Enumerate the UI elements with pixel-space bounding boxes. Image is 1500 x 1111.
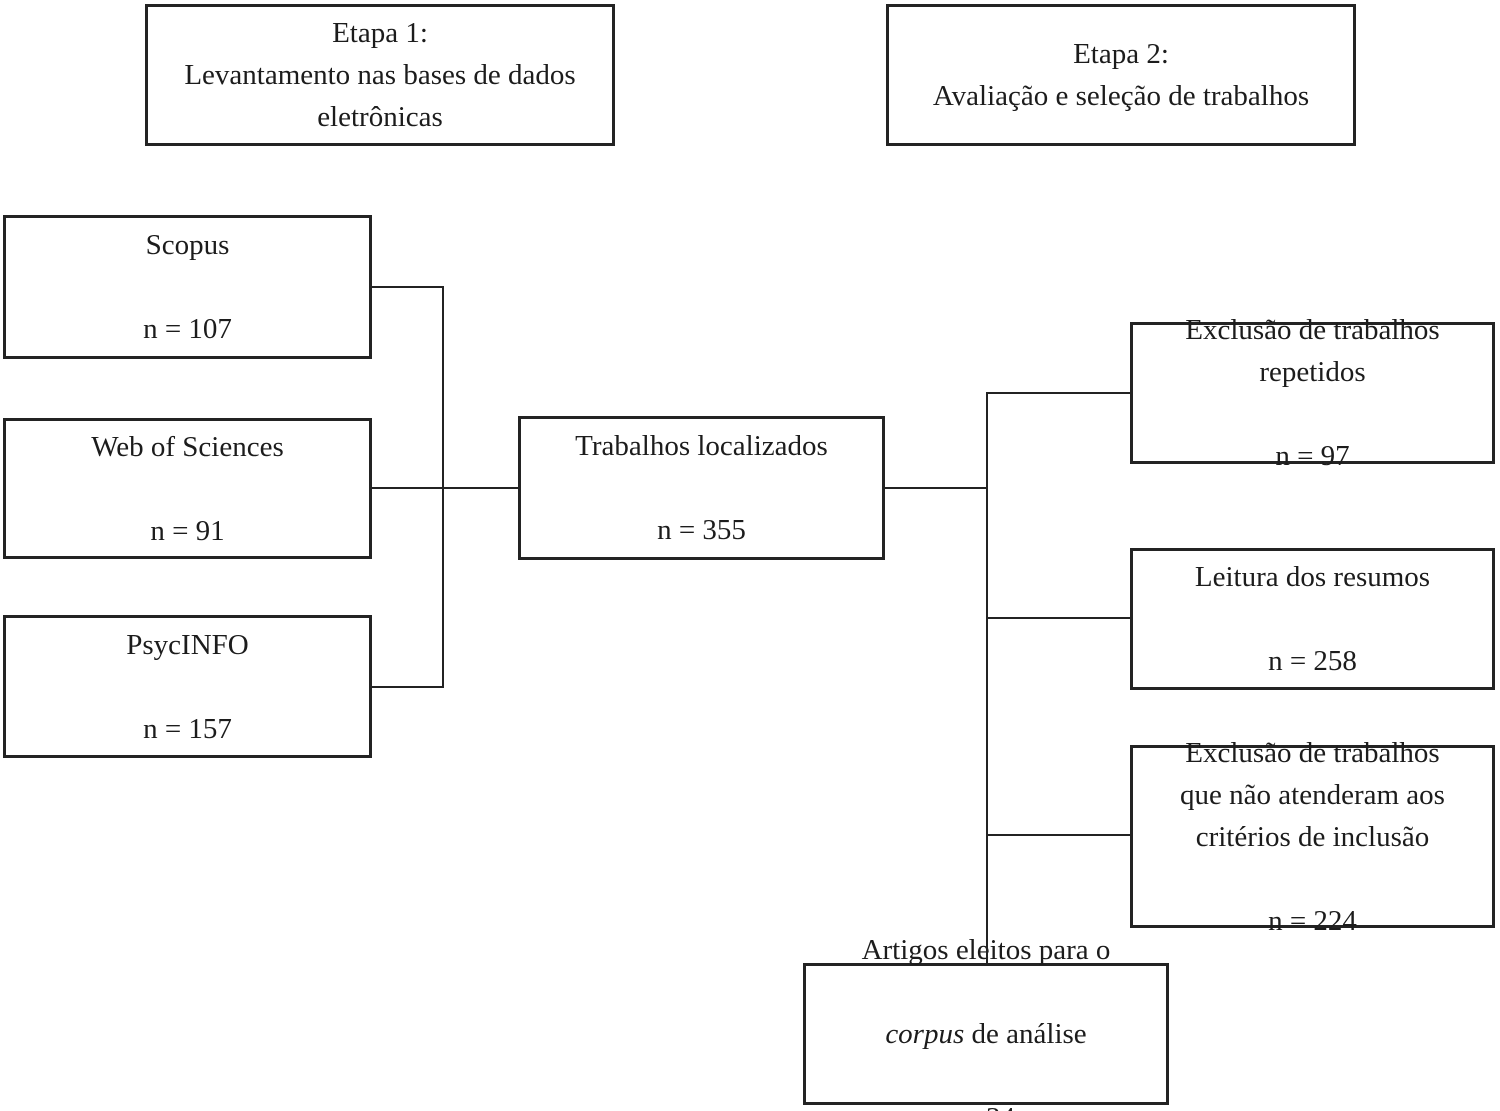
connector-web-branch <box>370 487 518 489</box>
final-corpus-box: Artigos eleitos para o corpus de análise… <box>803 934 1169 1111</box>
exclusao-repetidos-label: Exclusão de trabalhos repetidos <box>1185 314 1440 388</box>
exclusao-criterios-box: Exclusão de trabalhos que não atenderam … <box>1130 737 1495 937</box>
stage1-label: Etapa 1: Levantamento nas bases de dados… <box>184 17 576 133</box>
psycinfo-count: n = 157 <box>143 712 232 745</box>
stage1-box: Etapa 1: Levantamento nas bases de dados… <box>145 4 615 146</box>
psycinfo-label: PsycINFO <box>126 628 249 661</box>
final-corpus-line2-rest: de análise <box>964 1018 1087 1050</box>
connector-located-right <box>884 487 988 489</box>
connector-exclusao-repetidos-branch <box>988 392 1130 394</box>
scopus-count: n = 107 <box>143 313 232 345</box>
scopus-box: Scopus n = 107 <box>3 215 372 359</box>
connector-right-trunk <box>986 392 988 965</box>
final-corpus-italic: corpus <box>885 1018 965 1050</box>
psycinfo-box: PsycINFO n = 157 <box>3 615 372 758</box>
trabalhos-localizados-box: Trabalhos localizados n = 355 <box>518 416 885 560</box>
trabalhos-localizados-count: n = 355 <box>657 514 746 546</box>
web-of-sciences-box: Web of Sciences n = 91 <box>3 418 372 559</box>
exclusao-criterios-count: n = 224 <box>1268 904 1357 937</box>
final-corpus-line2: corpus de análise <box>862 1013 1111 1055</box>
connector-psycinfo-branch <box>370 686 444 688</box>
exclusao-repetidos-count: n = 97 <box>1275 440 1350 472</box>
final-corpus-line1: Artigos eleitos para o <box>861 934 1111 966</box>
exclusao-repetidos-box: Exclusão de trabalhos repetidos n = 97 <box>1130 314 1495 472</box>
connector-leitura-resumos-branch <box>988 617 1130 619</box>
leitura-resumos-label: Leitura dos resumos <box>1194 561 1431 593</box>
stage2-label: Etapa 2: Avaliação e seleção de trabalho… <box>932 38 1310 112</box>
leitura-resumos-count: n = 258 <box>1268 645 1357 677</box>
web-of-sciences-label: Web of Sciences <box>91 430 284 463</box>
scopus-label: Scopus <box>145 229 230 261</box>
final-corpus-count: n 34 <box>862 1097 1111 1111</box>
connector-exclusao-criterios-branch <box>988 834 1130 836</box>
trabalhos-localizados-label: Trabalhos localizados <box>575 430 828 462</box>
connector-left-trunk <box>442 286 444 688</box>
exclusao-criterios-label: Exclusão de trabalhos que não atenderam … <box>1180 736 1445 853</box>
web-of-sciences-count: n = 91 <box>150 514 225 547</box>
connector-scopus-branch <box>370 286 444 288</box>
stage2-box: Etapa 2: Avaliação e seleção de trabalho… <box>886 4 1356 146</box>
leitura-resumos-box: Leitura dos resumos n = 258 <box>1130 548 1495 690</box>
